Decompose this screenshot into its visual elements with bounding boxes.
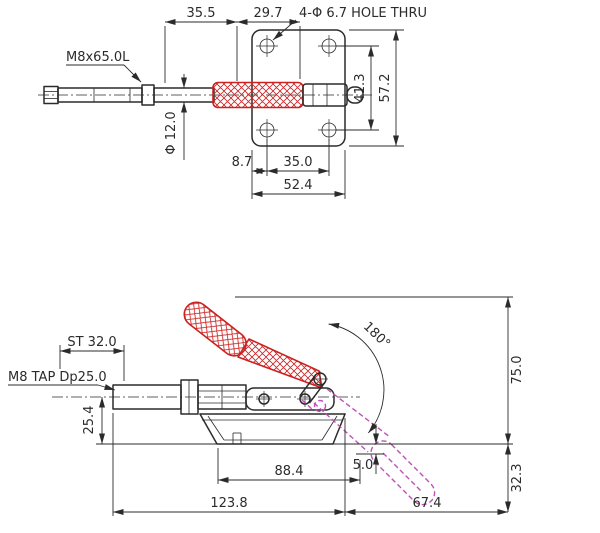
dim-123-8: 123.8 bbox=[210, 496, 247, 511]
dim-8-7: 8.7 bbox=[232, 155, 253, 170]
side-view: ST 32.0 M8 TAP Dp25.0 25.4 180° 75.0 32.… bbox=[8, 296, 525, 516]
dim-5-0: 5.0 bbox=[353, 458, 374, 473]
hole-note: 4-Φ 6.7 HOLE THRU bbox=[299, 6, 427, 21]
dim-stroke: ST 32.0 bbox=[67, 335, 116, 350]
dim-25-4: 25.4 bbox=[82, 406, 97, 435]
dim-75-0: 75.0 bbox=[510, 356, 525, 385]
dim-dia-12: Φ 12.0 bbox=[164, 111, 179, 154]
dim-180: 180° bbox=[360, 319, 393, 352]
dim-35-5: 35.5 bbox=[187, 6, 216, 21]
dim-67-4: 67.4 bbox=[413, 496, 442, 511]
top-view-part bbox=[38, 29, 372, 147]
tap-label: M8 TAP Dp25.0 bbox=[8, 370, 107, 385]
handle-grip-phantom bbox=[370, 440, 436, 506]
handle-grip bbox=[183, 301, 247, 357]
dim-32-3: 32.3 bbox=[510, 464, 525, 493]
side-view-dimensions: ST 32.0 M8 TAP Dp25.0 25.4 180° 75.0 32.… bbox=[8, 296, 525, 516]
handle-clamped bbox=[183, 301, 323, 389]
dim-29-7: 29.7 bbox=[254, 6, 283, 21]
dim-88-4: 88.4 bbox=[275, 464, 304, 479]
clamp-base bbox=[199, 413, 346, 445]
dim-57-2: 57.2 bbox=[378, 74, 393, 103]
dim-52-4: 52.4 bbox=[284, 178, 313, 193]
handle-released-phantom bbox=[301, 388, 436, 506]
top-view: 35.5 29.7 4-Φ 6.7 HOLE THRU M8x65.0L Φ 1… bbox=[38, 6, 427, 199]
dim-35-0: 35.0 bbox=[284, 155, 313, 170]
thread-label: M8x65.0L bbox=[66, 50, 130, 65]
arm-cap bbox=[346, 86, 364, 104]
side-view-part bbox=[52, 301, 436, 506]
dim-41-3: 41.3 bbox=[353, 74, 368, 103]
top-view-dimensions: 35.5 29.7 4-Φ 6.7 HOLE THRU M8x65.0L Φ 1… bbox=[66, 6, 427, 199]
clamp-bar-highlighted bbox=[212, 81, 304, 109]
